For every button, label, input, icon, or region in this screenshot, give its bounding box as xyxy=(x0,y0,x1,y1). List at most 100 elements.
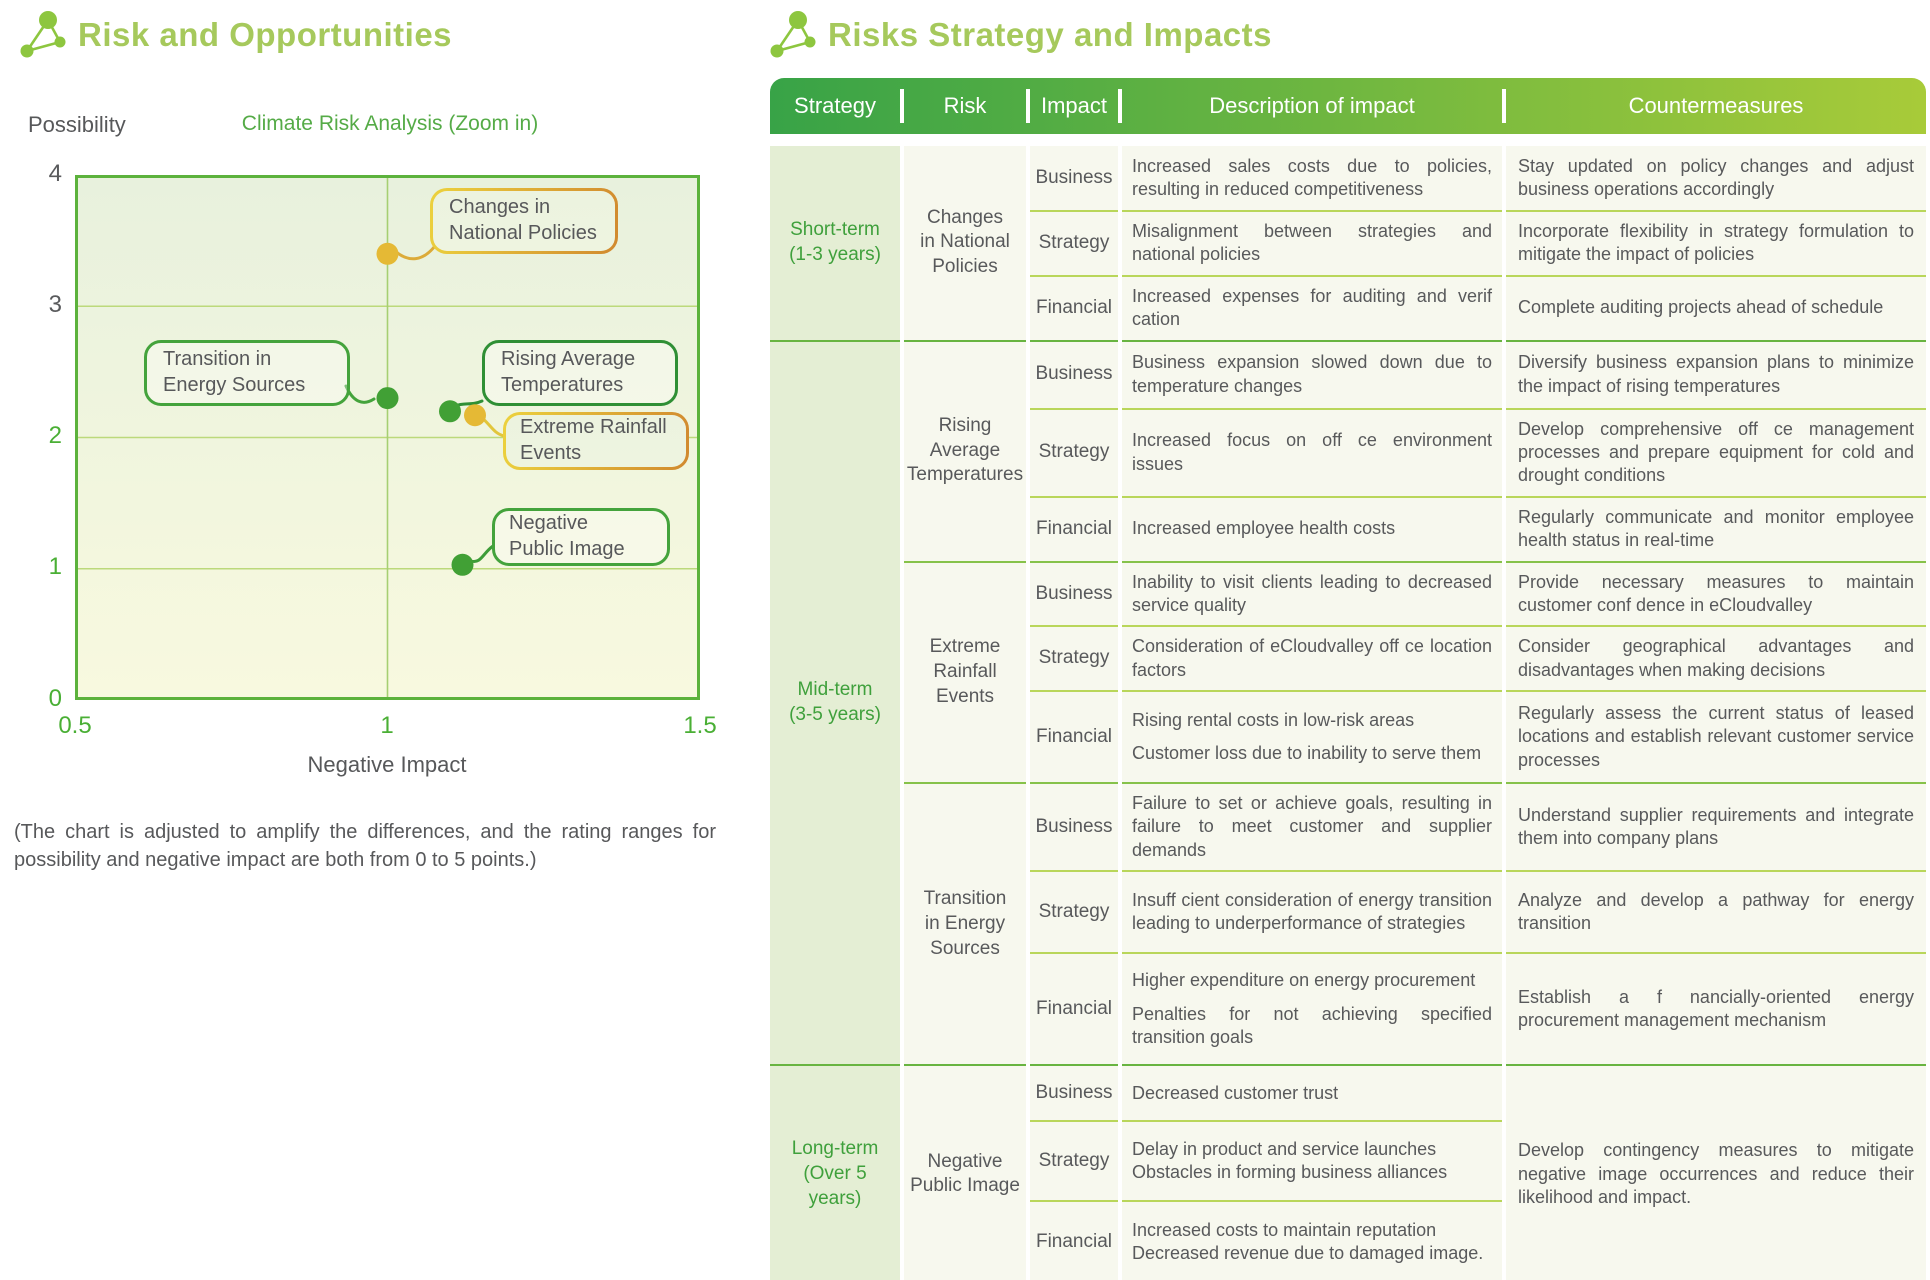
chart-title: Climate Risk Analysis (Zoom in) xyxy=(241,112,539,135)
description-text: Business expansion slowed down due to te… xyxy=(1132,352,1492,396)
description-text: Insuff cient consideration of energy tra… xyxy=(1132,889,1492,934)
impact-cell: Business xyxy=(1030,146,1118,210)
description-cell: Rising rental costs in low-risk areas Cu… xyxy=(1122,690,1502,783)
molecule-icon xyxy=(20,11,66,58)
header-strategy: Strategy xyxy=(794,93,876,118)
impact-cell: Business xyxy=(1030,1064,1118,1121)
impact-cell: Financial xyxy=(1030,495,1118,561)
impact-cell: Strategy xyxy=(1030,625,1118,691)
description-cell: Insuff cient consideration of energy tra… xyxy=(1122,870,1502,953)
header-countermeasures: Countermeasures xyxy=(1628,93,1804,118)
description-text: Increased focus on off ce environment is… xyxy=(1132,430,1492,474)
countermeasure-text: Incorporate flexibility in strategy form… xyxy=(1518,221,1914,265)
countermeasure-cell: Stay updated on policy changes and adjus… xyxy=(1506,146,1926,210)
countermeasure-text: Regularly communicate and monitor employ… xyxy=(1518,506,1914,551)
tail-image xyxy=(469,544,495,563)
description-text: Failure to set or achieve goals, resulti… xyxy=(1132,793,1492,860)
description-text: Consideration of eCloudvalley off ce loc… xyxy=(1132,636,1492,680)
countermeasure-cell: Regularly communicate and monitor employ… xyxy=(1506,495,1926,561)
countermeasure-cell: Regularly assess the current status of l… xyxy=(1506,690,1926,783)
impact-cell: Strategy xyxy=(1030,870,1118,953)
countermeasure-text: Complete auditing projects ahead of sche… xyxy=(1518,297,1884,318)
countermeasure-cell: Consider geographical advantages and dis… xyxy=(1506,625,1926,691)
countermeasure-text: Develop comprehensive off ce management … xyxy=(1518,418,1914,486)
impact-cell: Business xyxy=(1030,560,1118,626)
impact-cell: Business xyxy=(1030,782,1118,871)
countermeasure-cell: Analyze and develop a pathway for energy… xyxy=(1506,870,1926,953)
description-cell: Increased focus on off ce environment is… xyxy=(1122,407,1502,496)
description-cell: Business expansion slowed down due to te… xyxy=(1122,339,1502,408)
y-tick: 2 xyxy=(48,421,62,449)
right-section-title: Risks Strategy and Impacts xyxy=(828,16,1272,53)
countermeasure-cell: Develop comprehensive off ce management … xyxy=(1506,407,1926,496)
description-text: Customer loss due to inability to serve … xyxy=(1132,743,1482,764)
risk-cell: Negative Public Image xyxy=(904,1064,1026,1280)
data-point xyxy=(451,553,474,576)
description-text: Obstacles in forming business alliances xyxy=(1132,1162,1448,1183)
period-cell: Mid-term (3-5 years) xyxy=(770,339,900,1065)
header-description: Description of impact xyxy=(1209,93,1415,118)
x-tick: 1 xyxy=(380,712,394,739)
countermeasure-cell: Establish a f nancially-oriented energy … xyxy=(1506,952,1926,1065)
header-separator xyxy=(1502,78,1506,134)
callout-rising-average-temperatures: Rising Average Temperatures xyxy=(482,340,678,406)
y-tick: 3 xyxy=(48,290,62,318)
impact-cell: Strategy xyxy=(1030,210,1118,275)
risk-cell: Rising Average Temperatures xyxy=(904,339,1026,561)
description-cell: Increased sales costs due to policies, r… xyxy=(1122,146,1502,210)
impact-cell: Business xyxy=(1030,339,1118,408)
impact-cell: Strategy xyxy=(1030,407,1118,496)
data-point xyxy=(376,242,399,265)
countermeasure-cell: Complete auditing projects ahead of sche… xyxy=(1506,274,1926,340)
countermeasure-text: Stay updated on policy changes and adjus… xyxy=(1518,155,1914,199)
impact-cell: Financial xyxy=(1030,274,1118,340)
description-cell: Increased costs to maintain reputation D… xyxy=(1122,1200,1502,1280)
description-text: Decreased revenue due to damaged image. xyxy=(1132,1243,1484,1264)
y-tick: 0 xyxy=(48,684,62,712)
tail-policies xyxy=(393,244,437,261)
data-point xyxy=(464,404,486,427)
header-separator xyxy=(1118,78,1122,134)
callout-changes-national-policies: Changes in National Policies xyxy=(430,188,618,254)
impact-cell: Strategy xyxy=(1030,1120,1118,1201)
countermeasure-text: Analyze and develop a pathway for energy… xyxy=(1518,889,1914,934)
x-tick: 0.5 xyxy=(58,712,92,739)
header-separator xyxy=(1026,78,1030,134)
impact-cell: Financial xyxy=(1030,690,1118,783)
data-point xyxy=(439,400,461,423)
x-axis-caption: Negative Impact xyxy=(307,752,467,777)
countermeasure-cell: Diversify business expansion plans to mi… xyxy=(1506,339,1926,408)
period-cell: Short-term (1-3 years) xyxy=(770,146,900,340)
impact-cell: Financial xyxy=(1030,952,1118,1065)
description-cell: Failure to set or achieve goals, resulti… xyxy=(1122,782,1502,871)
callout-transition-energy-sources: Transition in Energy Sources xyxy=(144,340,350,406)
description-cell: Misalignment between strategies and nati… xyxy=(1122,210,1502,275)
description-text: Higher expenditure on energy procurement xyxy=(1132,970,1476,991)
description-text: Delay in product and service launches xyxy=(1132,1138,1437,1159)
description-cell: Decreased customer trust xyxy=(1122,1064,1502,1121)
countermeasure-text: Regularly assess the current status of l… xyxy=(1518,702,1914,770)
description-cell: Inability to visit clients leading to de… xyxy=(1122,560,1502,626)
callout-negative-public-image: Negative Public Image xyxy=(492,508,670,566)
chart-footnote: (The chart is adjusted to amplify the di… xyxy=(14,821,716,872)
description-text: Rising rental costs in low-risk areas xyxy=(1132,709,1415,730)
countermeasure-text: Develop contingency measures to mitigate… xyxy=(1518,1140,1914,1207)
countermeasure-cell: Incorporate flexibility in strategy form… xyxy=(1506,210,1926,275)
countermeasure-text: Consider geographical advantages and dis… xyxy=(1518,636,1914,680)
description-cell: Increased employee health costs xyxy=(1122,495,1502,561)
description-text: Increased employee health costs xyxy=(1132,518,1396,539)
header-risk: Risk xyxy=(943,93,987,118)
description-text: Inability to visit clients leading to de… xyxy=(1132,571,1492,615)
description-text: Decreased customer trust xyxy=(1132,1082,1339,1103)
description-cell: Consideration of eCloudvalley off ce loc… xyxy=(1122,625,1502,691)
y-tick: 1 xyxy=(48,552,62,580)
left-section-title: Risk and Opportunities xyxy=(78,16,453,53)
countermeasure-text: Understand supplier requirements and int… xyxy=(1518,804,1914,849)
y-tick: 4 xyxy=(48,159,62,187)
countermeasure-cell: Provide necessary measures to maintain c… xyxy=(1506,560,1926,626)
table-header: Strategy Risk Impact Description of impa… xyxy=(770,78,1926,134)
data-point xyxy=(376,387,399,410)
header-separator xyxy=(900,78,904,134)
risk-cell: Extreme Rainfall Events xyxy=(904,560,1026,783)
